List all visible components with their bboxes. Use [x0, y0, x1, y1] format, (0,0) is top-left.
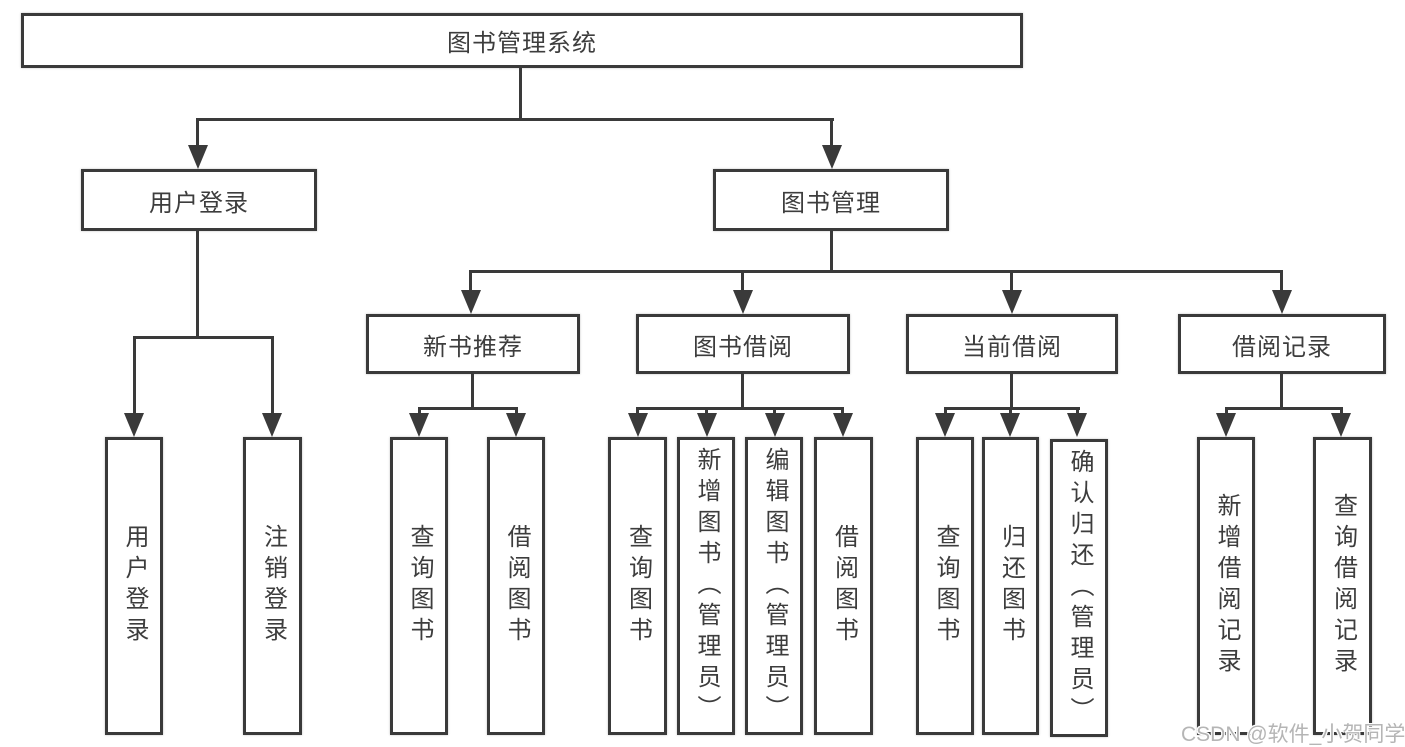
- connector-hline: [1225, 407, 1343, 410]
- arrow-down-icon: [733, 290, 753, 314]
- node-new-book-recommendation: 新书推荐: [366, 314, 580, 374]
- connector-vline: [1225, 407, 1228, 417]
- node-current-borrowing: 当前借阅: [906, 314, 1118, 374]
- connector-vline: [841, 407, 844, 417]
- watermark: CSDN @软件_小贺同学: [1181, 723, 1405, 746]
- connector-vline: [773, 407, 776, 417]
- connector-hline: [636, 407, 844, 410]
- arrow-down-icon: [935, 413, 955, 437]
- leaf-confirm-return-admin-label: 确认归还（管理员）: [1066, 448, 1093, 728]
- node-user-login-label: 用户登录: [149, 189, 249, 217]
- connector-vline: [705, 407, 708, 417]
- connector-vline: [1076, 407, 1079, 417]
- arrow-down-icon: [1067, 413, 1087, 437]
- connector-vline: [471, 374, 474, 409]
- connector-hline: [418, 407, 518, 410]
- connector-vline: [418, 407, 421, 417]
- arrow-down-icon: [262, 413, 282, 437]
- leaf-query-books-current: 查询图书: [916, 437, 974, 735]
- connector-hline: [469, 270, 1283, 273]
- connector-vline: [196, 118, 199, 150]
- leaf-add-book-admin-label: 新增图书（管理员）: [693, 446, 720, 726]
- node-current-borrowing-label: 当前借阅: [962, 333, 1062, 361]
- connector-hline: [133, 336, 274, 339]
- leaf-query-books-recommend-label: 查询图书: [406, 524, 433, 648]
- leaf-edit-book-admin: 编辑图书（管理员）: [745, 437, 803, 735]
- connector-vline: [133, 336, 136, 415]
- leaf-confirm-return-admin: 确认归还（管理员）: [1050, 439, 1108, 737]
- arrow-down-icon: [188, 145, 208, 169]
- node-new-book-recommendation-label: 新书推荐: [423, 333, 523, 361]
- leaf-user-login-label: 用户登录: [121, 524, 148, 648]
- arrow-down-icon: [833, 413, 853, 437]
- node-borrowing-records-label: 借阅记录: [1232, 333, 1332, 361]
- leaf-add-borrow-record: 新增借阅记录: [1197, 437, 1255, 735]
- node-book-management: 图书管理: [713, 169, 949, 231]
- connector-vline: [636, 407, 639, 417]
- connector-vline: [830, 231, 833, 272]
- connector-vline: [1010, 270, 1013, 294]
- connector-vline: [469, 270, 472, 294]
- arrow-down-icon: [506, 413, 526, 437]
- connector-vline: [741, 374, 744, 409]
- connector-vline: [196, 231, 199, 338]
- node-book-management-label: 图书管理: [781, 189, 881, 217]
- connector-vline: [1280, 374, 1283, 409]
- leaf-borrow-books-borrowing-label: 借阅图书: [830, 524, 858, 648]
- node-borrowing-records: 借阅记录: [1178, 314, 1386, 374]
- arrow-down-icon: [1331, 413, 1351, 437]
- leaf-borrow-books-recommend-label: 借阅图书: [503, 524, 530, 648]
- leaf-query-books-current-label: 查询图书: [932, 524, 959, 648]
- connector-vline: [1010, 374, 1013, 409]
- connector-vline: [1280, 270, 1283, 294]
- leaf-borrow-books-borrowing: 借阅图书: [814, 437, 873, 735]
- leaf-query-books-borrowing-label: 查询图书: [624, 524, 652, 648]
- node-book-borrowing-label: 图书借阅: [693, 333, 793, 361]
- arrow-down-icon: [1272, 290, 1292, 314]
- arrow-down-icon: [409, 413, 429, 437]
- connector-vline: [830, 118, 833, 150]
- arrow-down-icon: [765, 413, 785, 437]
- leaf-query-borrow-record-label: 查询借阅记录: [1329, 493, 1357, 679]
- connector-vline: [1340, 407, 1343, 417]
- arrow-down-icon: [628, 413, 648, 437]
- leaf-query-books-borrowing: 查询图书: [608, 437, 667, 735]
- leaf-logout-label: 注销登录: [259, 524, 287, 648]
- connector-hline: [944, 407, 1080, 410]
- arrow-down-icon: [461, 290, 481, 314]
- leaf-query-borrow-record: 查询借阅记录: [1313, 437, 1372, 735]
- leaf-logout: 注销登录: [243, 437, 302, 735]
- node-user-login: 用户登录: [81, 169, 317, 231]
- arrow-down-icon: [822, 145, 842, 169]
- arrow-down-icon: [697, 413, 717, 437]
- node-book-borrowing: 图书借阅: [636, 314, 850, 374]
- leaf-edit-book-admin-label: 编辑图书（管理员）: [761, 446, 788, 726]
- leaf-query-books-recommend: 查询图书: [390, 437, 448, 735]
- connector-hline: [197, 118, 834, 121]
- leaf-user-login: 用户登录: [105, 437, 163, 735]
- arrow-down-icon: [1002, 290, 1022, 314]
- node-library-system-label: 图书管理系统: [447, 30, 597, 57]
- leaf-return-books-label: 归还图书: [997, 524, 1025, 648]
- leaf-add-book-admin: 新增图书（管理员）: [677, 437, 735, 735]
- connector-vline: [944, 407, 947, 417]
- node-library-system: 图书管理系统: [21, 13, 1023, 68]
- leaf-return-books: 归还图书: [982, 437, 1039, 735]
- arrow-down-icon: [1216, 413, 1236, 437]
- leaf-add-borrow-record-label: 新增借阅记录: [1213, 493, 1240, 679]
- connector-vline: [515, 407, 518, 417]
- connector-vline: [271, 336, 274, 415]
- leaf-borrow-books-recommend: 借阅图书: [487, 437, 545, 735]
- arrow-down-icon: [1000, 413, 1020, 437]
- connector-vline: [741, 270, 744, 294]
- arrow-down-icon: [124, 413, 144, 437]
- connector-vline: [519, 66, 522, 120]
- connector-vline: [1009, 407, 1012, 417]
